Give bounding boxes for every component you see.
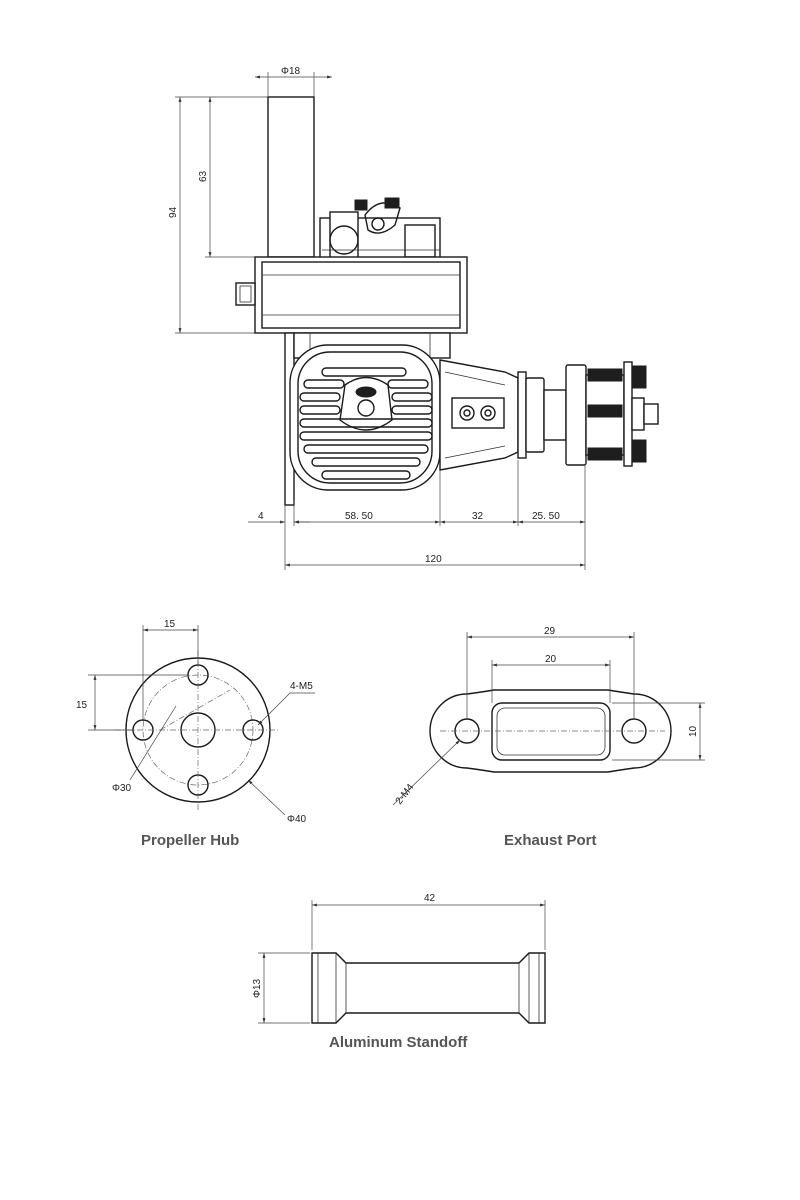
caption-aluminum-standoff: Aluminum Standoff	[329, 1034, 468, 1051]
exhaust-flange-outline	[429, 689, 672, 773]
dim-exhaust-spacing: 29	[544, 626, 556, 637]
dim-body-length: 58. 50	[345, 511, 373, 522]
caption-propeller-hub: Propeller Hub	[141, 832, 239, 849]
dim-tube-diameter: Φ18	[281, 66, 301, 77]
dim-hub-length: 25. 50	[532, 511, 560, 522]
dim-standoff-length: 42	[424, 893, 436, 904]
prop-hub-assembly	[525, 361, 659, 467]
caption-exhaust-port: Exhaust Port	[504, 832, 597, 849]
crankcase	[439, 359, 527, 471]
bar-endcap-left	[235, 282, 256, 306]
spark-plug	[355, 386, 377, 398]
carburetor	[319, 197, 441, 259]
exhaust-port-opening	[491, 702, 611, 761]
dim-exhaust-port-width: 20	[545, 654, 557, 665]
aluminum-standoff-view: 42 Φ13 Aluminum Standoff	[252, 893, 546, 1051]
cylinder-head	[289, 344, 441, 491]
intake-tube	[267, 96, 315, 258]
dim-tube-height: 63	[198, 170, 209, 182]
standoff-body	[311, 952, 546, 1024]
dim-hub-horizontal: 15	[164, 619, 176, 630]
dim-total-height: 94	[168, 206, 179, 218]
dim-overall-length: 120	[425, 554, 442, 565]
dim-standoff-diameter: Φ13	[252, 978, 263, 998]
dim-crank-length: 32	[472, 511, 484, 522]
dim-hub-vertical: 15	[76, 700, 88, 711]
cooling-fins	[299, 367, 433, 480]
propeller-hub-view: 15 15 4-M5 Φ30 Φ40 Propeller Hub	[76, 619, 315, 849]
engine-side-view: Φ18 94 63	[168, 66, 659, 570]
dim-exhaust-port-height: 10	[688, 725, 699, 737]
exhaust-port-view: 29 20 10 2-M4 Exhaust Port	[392, 626, 705, 849]
dim-hub-outer: Φ40	[287, 814, 307, 825]
dim-hub-bolt-circle: Φ30	[112, 783, 132, 794]
dim-hub-threads: 4-M5	[290, 681, 313, 692]
dim-flange-thickness: 4	[258, 511, 264, 522]
